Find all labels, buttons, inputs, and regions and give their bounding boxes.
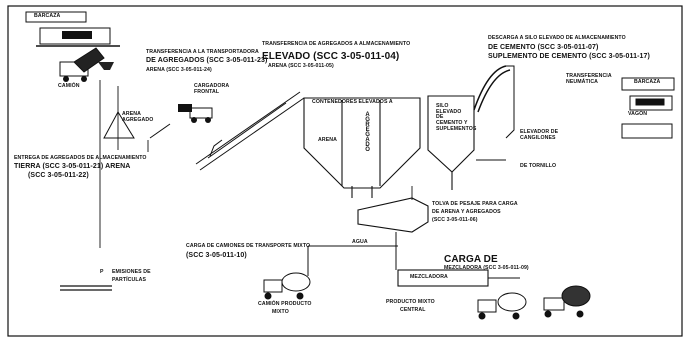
label-legend-p: P (100, 269, 104, 275)
label-entrega-3: (SCC 3-05-011-22) (28, 172, 89, 179)
dump-truck-left (59, 47, 105, 82)
label-vagon: VAGÓN (628, 111, 648, 117)
label-agua: AGUA (352, 239, 368, 245)
label-elevador: ELEVADOR DE CANGILONES (520, 129, 559, 141)
label-elevado-code: ELEVADO (SCC 3-05-011-04) (262, 51, 400, 62)
label-emisiones-2: PARTÍCULAS (112, 277, 147, 283)
label-silo: SILO ELEVADO DE CEMENTO Y SUPLEMENTOS (436, 103, 477, 132)
label-arena-bin: ARENA (318, 137, 337, 143)
label-tolva-3: (SCC 3-05-011-06) (432, 217, 478, 223)
label-carga-de: CARGA DE (444, 254, 498, 265)
label-transfer-agg: TRANSFERENCIA A LA TRANSPORTADORA (146, 49, 259, 55)
label-transfer-agg-code: DE AGREGADOS (SCC 3-05-011-23) (146, 57, 268, 64)
label-descarga-3: SUPLEMENTO DE CEMENTO (SCC 3-05-011-17) (488, 53, 650, 60)
mixer-truck-2 (477, 292, 527, 320)
label-barcaza-r: BARCAZA (634, 79, 661, 85)
label-carga-cam-2: (SCC 3-05-011-10) (186, 252, 247, 259)
flow-lines (99, 80, 413, 248)
label-arena-code2: ARENA (SCC 3-05-011-05) (268, 63, 334, 69)
label-arena-agregado: ARENA AGREGADO (122, 111, 154, 123)
mixer-truck-1 (263, 272, 311, 300)
cement-silo (427, 95, 475, 190)
label-tornillo: DE TORNILLO (520, 163, 557, 169)
label-camion-prod-2: MIXTO (272, 309, 289, 315)
outer-border (7, 5, 683, 337)
label-contenedores: CONTENEDORES ELEVADOS A (312, 99, 393, 105)
label-transfer-neum: TRANSFERENCIA NEUMÁTICA (566, 73, 612, 85)
barge-top-left (25, 11, 87, 23)
weigh-hopper (357, 197, 429, 233)
label-transfer-elev: TRANSFERENCIA DE AGREGADOS A ALMACENAMIE… (262, 41, 411, 47)
label-descarga-2: DE CEMENTO (SCC 3-05-011-07) (488, 44, 599, 51)
label-mezcladora: MEZCLADORA (410, 274, 448, 280)
label-camion-left: CAMIÓN (58, 83, 80, 89)
label-carga-cam-1: CARGA DE CAMIONES DE TRANSPORTE MIXTO (186, 243, 311, 249)
label-carga-de-sub: MEZCLADORA (SCC 3-05-011-09) (444, 265, 529, 271)
label-agregado-bin: AGREGADO (364, 112, 371, 152)
label-cargadora: CARGADORA FRONTAL (194, 83, 230, 95)
label-entrega-2: TIERRA (SCC 3-05-011-21) ARENA (14, 163, 131, 170)
label-prod-mixto-1: PRODUCTO MIXTO (386, 299, 435, 305)
label-camion-prod-1: CAMIÓN PRODUCTO (258, 301, 312, 307)
label-tolva-2: DE ARENA Y AGREGADOS (432, 209, 501, 215)
label-barge-top: BARCAZA (34, 13, 61, 19)
front-loader (178, 104, 213, 123)
label-tolva-1: TOLVA DE PESAJE PARA CARGA (432, 201, 518, 207)
label-entrega-1: ENTREGA DE AGREGADOS DE ALMACENAMIENTO (14, 155, 147, 161)
label-arena-code: ARENA (SCC 3-05-011-24) (146, 67, 212, 73)
label-prod-mixto-2: CENTRAL (400, 307, 426, 313)
barge-right (621, 77, 675, 139)
conveyor-1 (149, 91, 305, 171)
storage-bins (303, 97, 421, 198)
mixer-truck-3 (543, 285, 591, 318)
sand-pile (103, 110, 135, 139)
label-emisiones-1: EMISIONES DE (112, 269, 151, 275)
label-descarga-1: DESCARGA A SILO ELEVADO DE ALMACENAMIENT… (488, 35, 626, 41)
